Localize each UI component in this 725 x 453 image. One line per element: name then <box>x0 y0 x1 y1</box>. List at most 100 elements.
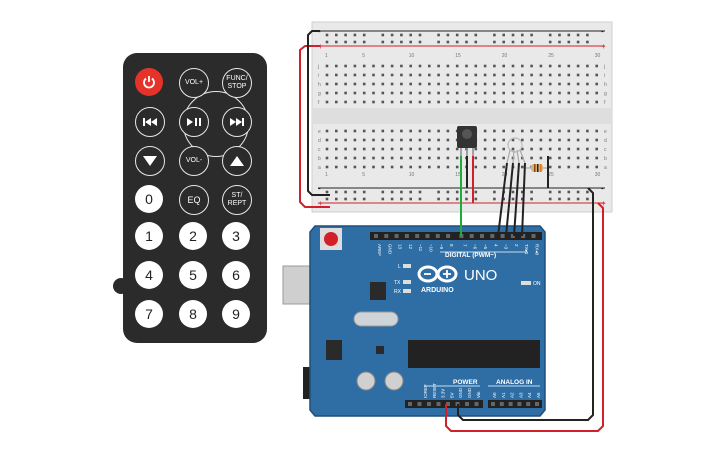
analog-pin-label: A2 <box>510 392 515 398</box>
breadboard-hole <box>446 100 450 104</box>
digit-4-button[interactable]: 4 <box>135 261 163 289</box>
model-name: UNO <box>464 267 497 284</box>
power-button[interactable] <box>135 68 163 96</box>
digit-1-button[interactable]: 1 <box>135 222 163 250</box>
breadboard-hole <box>493 64 496 68</box>
led-label-l: L <box>398 264 401 270</box>
top-rail-plus-right: + <box>601 42 606 51</box>
breadboard-hole <box>558 165 561 169</box>
breadboard-hole <box>474 91 478 95</box>
breadboard-hole <box>418 129 422 133</box>
breadboard-hole <box>530 147 533 151</box>
play-pause-button[interactable] <box>179 107 209 137</box>
next-button[interactable] <box>222 107 252 137</box>
func-stop-button[interactable]: FUNC/ STOP <box>222 68 252 98</box>
breadboard-hole <box>521 91 524 95</box>
digit-7-button[interactable]: 7 <box>135 300 163 328</box>
breadboard-hole <box>446 147 450 151</box>
digital-pin-hole <box>490 234 495 238</box>
up-button[interactable] <box>222 146 252 176</box>
breadboard-hole <box>502 82 505 86</box>
digit-3-button[interactable]: 3 <box>222 222 250 250</box>
rail-hole <box>521 40 524 44</box>
analog-pin-hole <box>508 402 513 406</box>
rail-hole <box>362 190 366 194</box>
down-button[interactable] <box>135 146 165 176</box>
breadboard-hole <box>530 138 533 142</box>
led-rx <box>403 289 411 293</box>
breadboard-hole <box>390 156 394 160</box>
breadboard-hole <box>362 165 366 169</box>
rail-hole <box>567 190 571 194</box>
rail-hole <box>446 190 450 194</box>
breadboard-hole <box>502 100 505 104</box>
atmega-chip <box>408 340 540 368</box>
breadboard-hole <box>400 138 403 142</box>
column-number: 15 <box>455 53 461 59</box>
breadboard-hole <box>493 100 496 104</box>
breadboard-hole <box>483 64 487 68</box>
breadboard-hole <box>437 91 440 95</box>
breadboard-hole <box>558 64 561 68</box>
digit-9-button[interactable]: 9 <box>222 300 250 328</box>
rail-hole <box>493 190 496 194</box>
breadboard-hole <box>586 147 589 151</box>
rail-hole <box>390 190 394 194</box>
rail-hole <box>493 40 496 44</box>
breadboard-hole <box>493 91 496 95</box>
fast-forward-icon <box>230 118 244 126</box>
breadboard-hole <box>372 91 375 95</box>
digit-8-label: 8 <box>189 306 197 322</box>
rail-hole <box>493 33 496 37</box>
breadboard-hole <box>548 156 552 160</box>
led-label-tx: TX <box>394 280 401 286</box>
breadboard-hole <box>437 165 440 169</box>
breadboard-hole <box>511 64 515 68</box>
breadboard-hole <box>372 64 375 68</box>
breadboard-hole <box>381 73 385 77</box>
breadboard-hole <box>335 73 338 77</box>
breadboard-hole <box>493 156 496 160</box>
vol-up-button[interactable]: VOL+ <box>179 68 209 98</box>
breadboard-hole <box>493 138 496 142</box>
breadboard-hole <box>493 73 496 77</box>
breadboard-hole <box>390 73 394 77</box>
breadboard-hole <box>483 91 487 95</box>
breadboard-hole <box>428 129 431 133</box>
analog-pin-hole <box>517 402 522 406</box>
breadboard-hole <box>548 147 552 151</box>
rail-hole <box>576 33 580 37</box>
rail-hole <box>446 33 450 37</box>
breadboard-hole <box>381 156 385 160</box>
rail-hole <box>530 33 533 37</box>
eq-button[interactable]: EQ <box>179 185 209 215</box>
digit-6-button[interactable]: 6 <box>222 261 250 289</box>
breadboard-hole <box>539 138 543 142</box>
breadboard-hole <box>567 147 571 151</box>
power-pin-label: GND <box>458 387 463 398</box>
rail-hole <box>362 33 366 37</box>
led-tx <box>403 280 411 284</box>
breadboard-hole <box>586 91 589 95</box>
breadboard-hole <box>353 82 357 86</box>
breadboard-hole <box>418 82 422 86</box>
digit-8-button[interactable]: 8 <box>179 300 207 328</box>
rail-hole <box>465 197 468 201</box>
digit-5-button[interactable]: 5 <box>179 261 207 289</box>
rail-hole <box>586 40 589 44</box>
breadboard-hole <box>409 156 412 160</box>
reset-button[interactable] <box>324 232 338 246</box>
power-pin-hole <box>436 402 441 406</box>
analog-label: ANALOG IN <box>496 379 533 386</box>
vol-down-button[interactable]: VOL- <box>179 146 209 176</box>
breadboard-hole <box>465 91 468 95</box>
digit-2-button[interactable]: 2 <box>179 222 207 250</box>
prev-button[interactable] <box>135 107 165 137</box>
st-rept-button[interactable]: ST/ REPT <box>222 185 252 215</box>
rail-hole <box>362 40 366 44</box>
digit-0-button[interactable]: 0 <box>135 185 163 213</box>
breadboard-hole <box>344 165 347 169</box>
